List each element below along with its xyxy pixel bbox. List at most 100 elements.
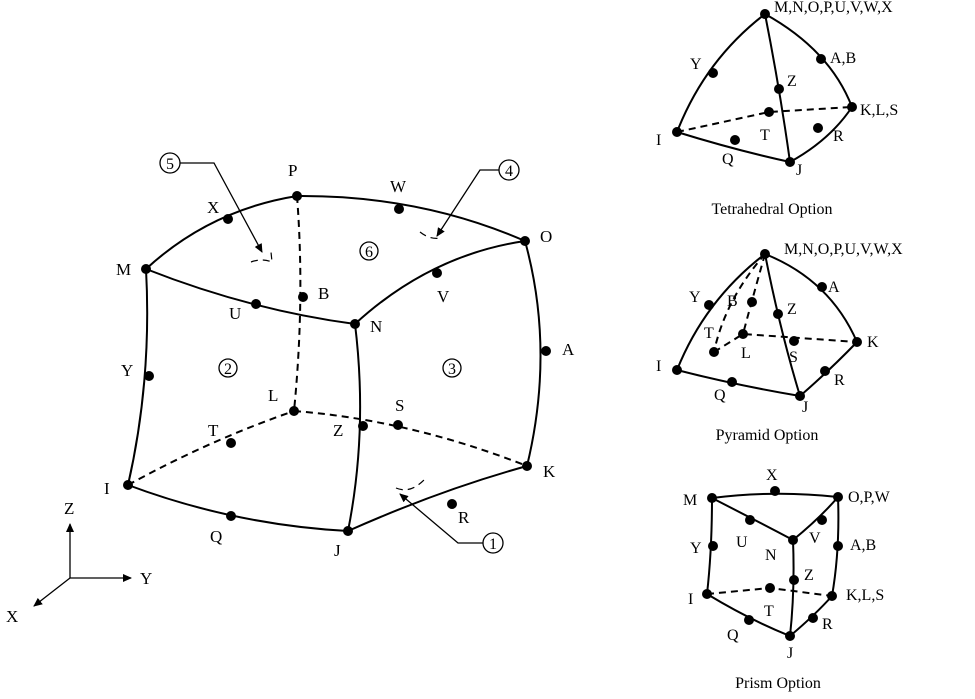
svg-text:S: S xyxy=(789,349,798,366)
label-p: P xyxy=(288,161,297,180)
svg-text:J: J xyxy=(802,399,808,416)
label-l: L xyxy=(268,386,278,405)
face-callout-4: 4 xyxy=(419,159,520,239)
svg-text:J: J xyxy=(796,162,802,179)
svg-text:A,B: A,B xyxy=(850,537,876,554)
label-w: W xyxy=(390,177,407,196)
svg-text:4: 4 xyxy=(505,163,513,180)
edge-j-k xyxy=(347,465,528,532)
svg-text:Q: Q xyxy=(727,627,739,644)
svg-text:1: 1 xyxy=(489,536,497,553)
axis-x-label: X xyxy=(6,607,18,626)
svg-text:M,N,O,P,U,V,W,X: M,N,O,P,U,V,W,X xyxy=(774,0,893,16)
label-i: I xyxy=(104,479,110,498)
node-w xyxy=(394,204,404,214)
node-r xyxy=(447,499,457,509)
svg-text:A: A xyxy=(828,279,840,296)
svg-text:3: 3 xyxy=(448,361,456,378)
label-a: A xyxy=(562,340,575,359)
pyramid-caption: Pyramid Option xyxy=(716,427,819,444)
svg-text:M,N,O,P,U,V,W,X: M,N,O,P,U,V,W,X xyxy=(784,241,903,258)
node-p xyxy=(292,191,302,201)
node-i xyxy=(123,480,133,490)
node-b xyxy=(298,292,308,302)
coordinate-axes: Z Y X xyxy=(6,499,152,626)
label-v: V xyxy=(437,287,450,306)
edge-i-l xyxy=(127,410,295,486)
svg-text:Z: Z xyxy=(787,301,797,318)
node-q xyxy=(226,511,236,521)
svg-text:T: T xyxy=(760,127,770,144)
label-u: U xyxy=(229,304,241,323)
edge-n-o xyxy=(354,240,526,325)
svg-text:U: U xyxy=(736,534,748,551)
edge-m-n xyxy=(145,268,356,325)
svg-text:R: R xyxy=(834,372,845,389)
label-t: T xyxy=(208,421,219,440)
svg-text:Y: Y xyxy=(689,289,701,306)
face-marker-2: 2 xyxy=(218,358,238,378)
label-y: Y xyxy=(121,361,133,380)
svg-text:A,B: A,B xyxy=(830,50,856,67)
node-t xyxy=(226,438,236,448)
face-marker-6: 6 xyxy=(359,241,379,261)
label-b: B xyxy=(318,284,329,303)
edge-m-p xyxy=(145,195,298,270)
tetrahedral-option: M,N,O,P,U,V,W,X A,B K,L,S Y Z T R I Q J … xyxy=(656,0,898,218)
label-m: M xyxy=(116,260,131,279)
node-j xyxy=(343,526,353,536)
main-brick-element: M X P W O U B N V A Y L S Z T I K R Q J … xyxy=(104,152,575,560)
svg-text:Z: Z xyxy=(804,567,814,584)
label-j: J xyxy=(334,541,341,560)
svg-text:2: 2 xyxy=(224,361,232,378)
svg-text:I: I xyxy=(688,591,693,608)
svg-text:B: B xyxy=(727,293,738,310)
prism-option: M X O,P,W Y U N V A,B Z I K,L,S T Q R J … xyxy=(683,467,891,692)
label-q: Q xyxy=(210,527,222,546)
svg-text:T: T xyxy=(704,325,714,342)
edge-p-o xyxy=(296,194,526,242)
label-x: X xyxy=(207,198,219,217)
svg-text:I: I xyxy=(656,132,661,149)
face-marker-3: 3 xyxy=(442,358,462,378)
svg-text:V: V xyxy=(809,530,821,547)
edge-i-j xyxy=(127,484,349,532)
svg-text:J: J xyxy=(787,645,793,662)
label-s: S xyxy=(395,396,404,415)
node-l xyxy=(289,406,299,416)
axis-z-label: Z xyxy=(64,499,74,518)
face-callout-5: 5 xyxy=(159,152,273,263)
label-r: R xyxy=(458,508,470,527)
svg-text:R: R xyxy=(833,128,844,145)
node-n xyxy=(350,319,360,329)
svg-text:O,P,W: O,P,W xyxy=(848,489,891,506)
edge-m-i xyxy=(127,268,149,486)
svg-text:L: L xyxy=(741,345,751,362)
edge-l-k xyxy=(293,410,528,467)
node-k xyxy=(522,461,532,471)
label-z: Z xyxy=(333,421,343,440)
svg-text:Q: Q xyxy=(722,151,734,168)
svg-text:Z: Z xyxy=(787,73,797,90)
svg-text:Y: Y xyxy=(690,540,702,557)
svg-text:5: 5 xyxy=(166,156,174,173)
svg-text:Q: Q xyxy=(714,387,726,404)
svg-text:T: T xyxy=(764,603,774,620)
face-callout-1: 1 xyxy=(395,479,504,554)
node-u xyxy=(251,299,261,309)
pyramid-option: M,N,O,P,U,V,W,X A Y B Z T L S K I R Q J … xyxy=(656,241,903,444)
tetrahedral-caption: Tetrahedral Option xyxy=(711,201,832,218)
svg-text:K: K xyxy=(867,334,879,351)
node-s xyxy=(393,420,403,430)
svg-text:6: 6 xyxy=(365,244,373,261)
node-z xyxy=(358,421,368,431)
node-m xyxy=(141,264,151,274)
node-o xyxy=(520,236,530,246)
label-n: N xyxy=(370,317,382,336)
prism-caption: Prism Option xyxy=(735,675,821,692)
axis-y-label: Y xyxy=(140,569,152,588)
svg-text:X: X xyxy=(766,467,778,484)
label-k: K xyxy=(543,462,556,481)
